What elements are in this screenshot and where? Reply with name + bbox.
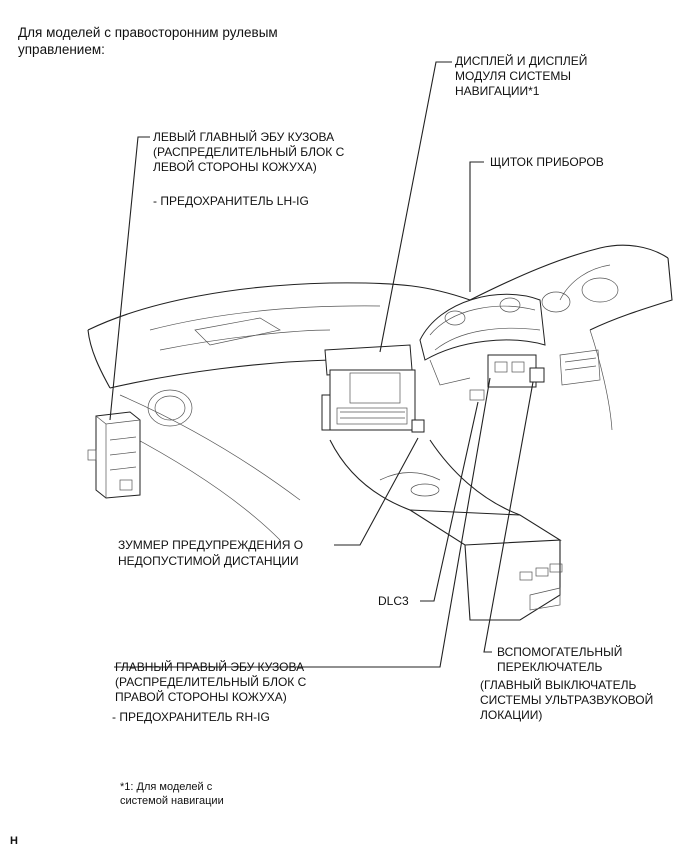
label-right-fuse: - ПРЕДОХРАНИТЕЛЬ RH-IG: [112, 710, 270, 724]
label-left-ecu-line-1: ЛЕВЫЙ ГЛАВНЫЙ ЭБУ КУЗОВА: [153, 130, 335, 144]
label-left-ecu-line-3: ЛЕВОЙ СТОРОНЫ КОЖУХА): [153, 160, 317, 174]
header-line-1: Для моделей с правосторонним рулевым: [18, 25, 278, 40]
label-right-ecu-line-2: (РАСПРЕДЕЛИТЕЛЬНЫЙ БЛОК С: [115, 675, 307, 689]
label-aux-switch-line-5: ЛОКАЦИИ): [480, 708, 543, 722]
label-right-ecu-line-3: ПРАВОЙ СТОРОНЫ КОЖУХА): [115, 690, 287, 704]
left-ecu: [87, 411, 141, 499]
label-aux-switch-line-2: ПЕРЕКЛЮЧАТЕЛЬ: [497, 660, 603, 674]
label-display-line-3: НАВИГАЦИИ*1: [455, 84, 540, 98]
header-line-2: управлением:: [18, 42, 105, 57]
display-unit: [321, 344, 425, 433]
footnote-line-2: системой навигации: [120, 795, 224, 807]
dashboard-outline: [87, 244, 673, 541]
label-left-ecu-line-2: (РАСПРЕДЕЛИТЕЛЬНЫЙ БЛОК С: [153, 145, 345, 159]
label-display-line-2: МОДУЛЯ СИСТЕМЫ: [455, 69, 571, 83]
combination-meter: [419, 293, 546, 386]
right-vents: [559, 349, 601, 386]
label-dlc3: DLC3: [378, 594, 409, 608]
label-aux-switch-line-4: СИСТЕМЫ УЛЬТРАЗВУКОВОЙ: [480, 693, 654, 707]
label-aux-switch-line-1: ВСПОМОГАТЕЛЬНЫЙ: [497, 645, 623, 659]
label-right-ecu-line-1: ГЛАВНЫЙ ПРАВЫЙ ЭБУ КУЗОВА: [115, 660, 305, 674]
label-left-fuse: - ПРЕДОХРАНИТЕЛЬ LH-IG: [153, 194, 309, 208]
label-aux-switch-line-3: (ГЛАВНЫЙ ВЫКЛЮЧАТЕЛЬ: [480, 678, 637, 692]
label-buzzer-line-2: НЕДОПУСТИМОЙ ДИСТАНЦИИ: [118, 554, 299, 568]
label-combination-meter: ЩИТОК ПРИБОРОВ: [490, 155, 604, 169]
center-console: [329, 439, 563, 621]
label-display-line-1: ДИСПЛЕЙ И ДИСПЛЕЙ: [455, 54, 588, 68]
leader-lines: [109, 61, 534, 668]
footnote-line-1: *1: Для моделей с: [120, 781, 213, 793]
label-buzzer-line-1: ЗУММЕР ПРЕДУПРЕЖДЕНИЯ О: [118, 538, 304, 552]
figure-code: H: [10, 835, 18, 847]
right-ecu: [469, 354, 545, 401]
